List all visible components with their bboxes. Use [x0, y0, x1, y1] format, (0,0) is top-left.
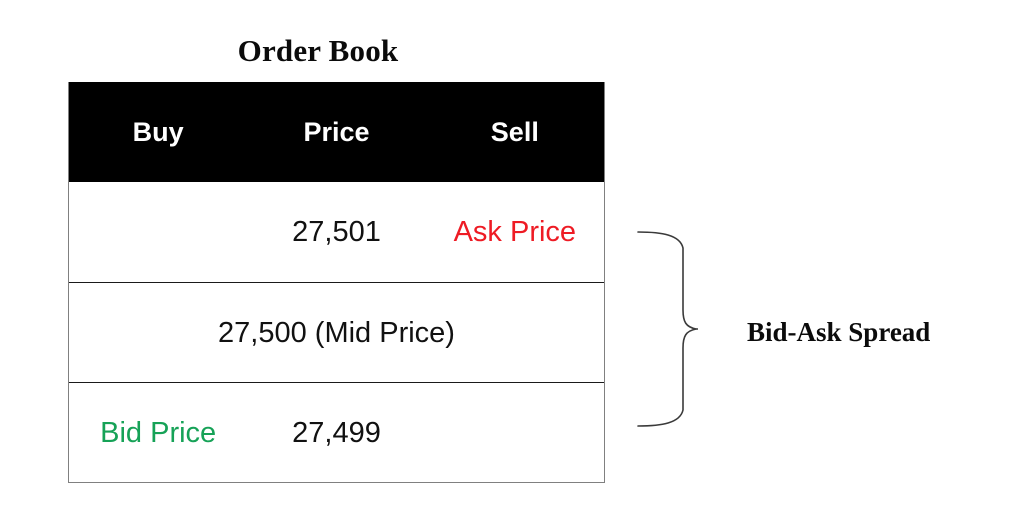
cell-mid-price: 27,500 (Mid Price) — [218, 316, 455, 349]
cell-bid-price: 27,499 — [292, 416, 381, 449]
spread-annotation-label: Bid-Ask Spread — [747, 317, 931, 347]
cell-ask-price: 27,501 — [292, 216, 381, 248]
table-header-row: Buy Price Sell — [69, 82, 604, 182]
page-title: Order Book — [237, 33, 399, 68]
column-header-price: Price — [303, 117, 370, 147]
order-book-table: Buy Price Sell 27,501 Ask Price 27,500 (… — [68, 82, 605, 483]
table-row-ask: 27,501 Ask Price — [69, 182, 604, 282]
cell-ask-label: Ask Price — [453, 216, 577, 248]
column-header-buy: Buy — [132, 117, 184, 147]
column-header-sell: Sell — [490, 117, 539, 147]
cell-bid-label: Bid Price — [100, 416, 217, 449]
table-row-bid: Bid Price 27,499 — [69, 382, 604, 482]
table-row-mid: 27,500 (Mid Price) — [69, 282, 604, 382]
curly-brace-icon — [637, 231, 698, 427]
